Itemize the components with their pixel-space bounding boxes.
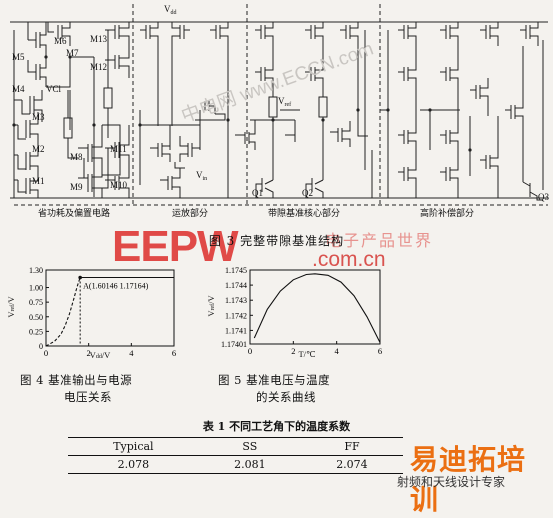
vref-sub: ref	[285, 101, 292, 108]
svg-text:Vdd/V: Vdd/V	[90, 350, 112, 360]
m8-label: M8	[70, 152, 83, 162]
yidi-subtitle: 射频和天线设计专家	[397, 473, 505, 490]
svg-text:Vref/V: Vref/V	[206, 294, 216, 316]
chart-vref-vs-vdd: Vref/V Vdd/V 0 2 4 6 1.30 1.00 0.75 0.50 0.25 0 A(…	[0, 262, 200, 360]
m11-label: M11	[110, 144, 127, 154]
chart1-y-tick-label: 0.75	[29, 298, 43, 307]
m6-label: M6	[54, 36, 67, 46]
chart2-y-tick-label: 1.1741	[225, 326, 247, 335]
m4-label: M4	[12, 84, 25, 94]
chart2-ylabel-unit: /V	[206, 294, 216, 303]
value-ss: 2.081	[199, 456, 301, 474]
figure5-caption-line1: 图 5 基准电压与温度	[218, 372, 330, 389]
svg-text:Vref/V: Vref/V	[6, 295, 16, 317]
chart1-y-tick-label: 0.50	[29, 313, 43, 322]
chart2-ylabel-sub: ref	[209, 304, 216, 311]
chart2-y-tick-label: 1.1742	[225, 311, 247, 320]
figure3-caption: 图 3 完整带隙基准结构	[0, 232, 553, 249]
vcl-label: VCl	[46, 84, 62, 94]
chart1-x-tick-label: 4	[129, 348, 134, 358]
section-label-bias: 省功耗及偏置电路	[38, 207, 110, 219]
svg-text:Vref: Vref	[278, 96, 291, 108]
section-label-core: 带隙基准核心部分	[268, 207, 340, 219]
chart2-x-tick-label: 6	[378, 346, 382, 356]
chart1-annotation: A(1.60146 1.17164)	[83, 282, 148, 291]
q2-label: Q2	[302, 188, 313, 198]
chart1-x-tick-label: 2	[87, 348, 91, 358]
header-typical: Typical	[68, 438, 199, 456]
svg-text:Vin: Vin	[196, 170, 207, 182]
vdd-sub: dd	[171, 10, 177, 16]
m13-label: M13	[90, 34, 108, 44]
chart2-x-tick-label: 2	[291, 346, 295, 356]
m10-label: M10	[110, 180, 128, 190]
table1-title: 表 1 不同工艺角下的温度系数	[0, 418, 553, 434]
m12-label: M12	[90, 62, 107, 72]
table-row: 2.078 2.081 2.074	[68, 456, 403, 474]
figure4-caption-line2: 电压关系	[20, 389, 132, 406]
m1-label: M1	[32, 176, 45, 186]
q3-label: Q3	[538, 192, 549, 202]
chart2-x-tick-label: 4	[335, 346, 340, 356]
m5-label: M5	[12, 52, 25, 62]
temperature-coefficient-table: Typical SS FF 2.078 2.081 2.074	[68, 437, 403, 474]
m9-label: M9	[70, 182, 83, 192]
chart2-xlabel-unit: /℃	[304, 349, 316, 359]
section-label-compensation: 高阶补偿部分	[420, 207, 474, 219]
chart2-y-tick-label: 1.1744	[225, 281, 247, 290]
value-ff: 2.074	[301, 456, 403, 474]
chart1-y-tick-label: 0	[39, 342, 43, 351]
chart1-y-tick-label: 1.00	[29, 284, 43, 293]
m3-label: M3	[32, 112, 45, 122]
chart1-ylabel-sub: ref	[9, 305, 16, 312]
svg-text:T/℃: T/℃	[298, 349, 316, 359]
header-ff: FF	[301, 438, 403, 456]
chart1-y-tick-label: 0.25	[29, 327, 43, 336]
vin-sub: in	[203, 176, 208, 182]
chart-vref-vs-temperature: Vref/V T/℃ 0 2 4 6 1.1745 1.1744 1.1743 1.1742 1…	[200, 262, 400, 360]
chart1-x-tick-label: 6	[172, 348, 176, 358]
chart2-x-tick-label: 0	[248, 346, 252, 356]
svg-text:Vdd: Vdd	[164, 4, 177, 16]
figure4-caption-line1: 图 4 基准输出与电源	[20, 372, 132, 389]
chart1-y-tick-label: 1.30	[29, 266, 43, 275]
chart1-x-tick-label: 0	[44, 348, 48, 358]
bandgap-circuit-schematic: Vdd M6 M7 M5 M4 VCl M3 M2 M1 M8 M9 M13 M…	[0, 0, 553, 230]
header-ss: SS	[199, 438, 301, 456]
chart2-y-tick-label: 1.1745	[225, 266, 247, 275]
m7-label: M7	[66, 48, 79, 58]
section-label-opamp: 运放部分	[172, 207, 208, 219]
figure5-caption: 图 5 基准电压与温度 的关系曲线	[218, 372, 330, 406]
value-typical: 2.078	[68, 456, 199, 474]
q1-label: Q1	[252, 188, 263, 198]
chart2-y-tick-label: 1.1743	[225, 296, 247, 305]
figure4-caption: 图 4 基准输出与电源 电压关系	[20, 372, 132, 406]
chart1-xlabel-unit: /V	[102, 350, 111, 360]
chart1-ylabel-unit: /V	[6, 295, 16, 304]
chart2-series-line	[254, 274, 380, 343]
m2-label: M2	[32, 144, 45, 154]
chart2-y-tick-label: 1.17401	[221, 340, 247, 349]
figure5-caption-line2: 的关系曲线	[218, 389, 330, 406]
table-header-row: Typical SS FF	[68, 438, 403, 456]
